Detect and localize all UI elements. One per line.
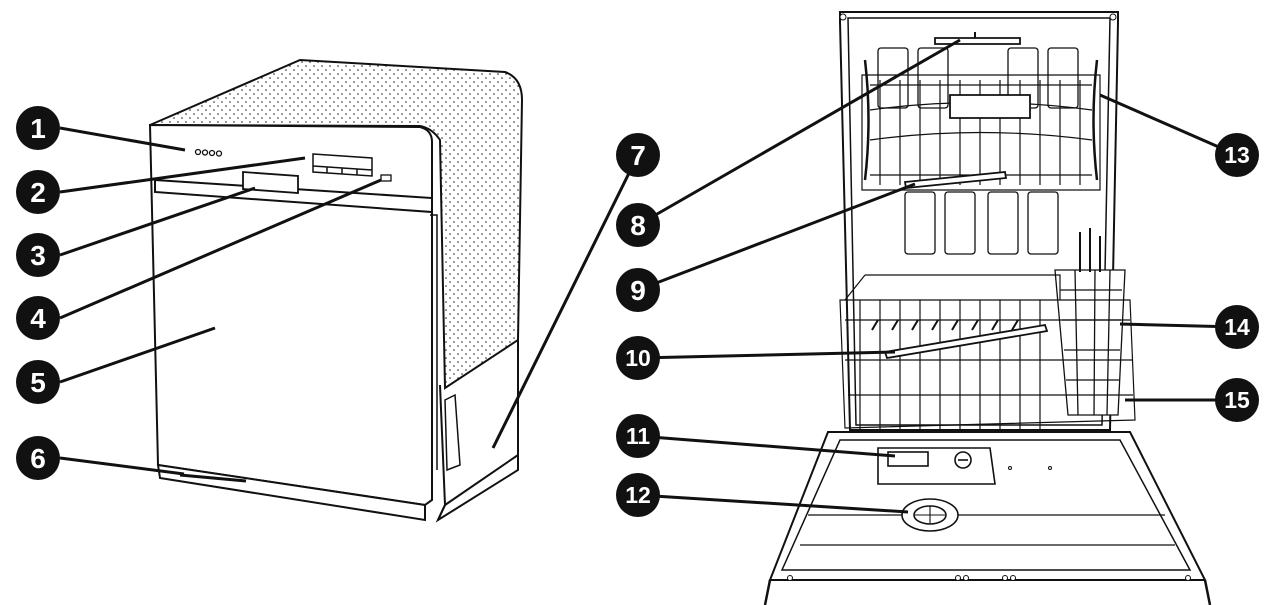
status-lights xyxy=(194,148,223,157)
callout-11: 11 xyxy=(616,414,660,458)
lower-spray-arm xyxy=(883,323,1049,360)
control-panel xyxy=(312,153,373,177)
lower-rack xyxy=(839,274,1136,430)
callout-10-label: 10 xyxy=(625,345,651,371)
callout-11-label: 11 xyxy=(626,423,651,449)
rinse-aid-dispenser xyxy=(901,498,959,532)
callout-14-label: 14 xyxy=(1224,314,1250,340)
door-screws xyxy=(787,466,1191,581)
callout-9: 9 xyxy=(616,268,660,312)
clean-indicator xyxy=(380,174,392,182)
callout-2: 2 xyxy=(16,170,60,214)
callout-4-label: 4 xyxy=(30,303,46,334)
callout-5: 5 xyxy=(16,360,60,404)
callout-8-label: 8 xyxy=(630,210,646,241)
callout-14: 14 xyxy=(1215,305,1259,349)
callout-8: 8 xyxy=(616,203,660,247)
callout-12-label: 12 xyxy=(625,482,651,508)
callout-6-label: 6 xyxy=(30,443,46,474)
callout-2-label: 2 xyxy=(30,177,46,208)
callout-6: 6 xyxy=(16,436,60,480)
tub xyxy=(839,11,1119,431)
closed-dishwasher xyxy=(148,58,524,523)
callout-15-label: 15 xyxy=(1224,387,1250,413)
callout-1-label: 1 xyxy=(30,113,46,144)
open-dishwasher xyxy=(763,11,1212,605)
tub-ribs xyxy=(877,47,1079,255)
callout-13-label: 13 xyxy=(1224,142,1250,168)
callout-5-label: 5 xyxy=(30,367,46,398)
callout-3: 3 xyxy=(16,233,60,277)
upper-spray-arm-top xyxy=(934,37,1021,45)
silverware-basket xyxy=(1054,228,1126,416)
door-panel xyxy=(148,123,433,507)
callout-15: 15 xyxy=(1215,378,1259,422)
callout-3-label: 3 xyxy=(30,240,46,271)
door-handle xyxy=(242,171,299,194)
callout-12: 12 xyxy=(616,473,660,517)
detergent-dispenser xyxy=(877,447,996,485)
callout-13: 13 xyxy=(1215,133,1259,177)
callout-7-label: 7 xyxy=(630,140,646,171)
callout-10: 10 xyxy=(616,336,660,380)
callout-1: 1 xyxy=(16,106,60,150)
callout-4: 4 xyxy=(16,296,60,340)
callouts: 1 2 3 4 5 6 7 8 xyxy=(16,106,1259,517)
callout-7: 7 xyxy=(616,133,660,177)
upper-rack xyxy=(861,59,1101,191)
control-console xyxy=(154,178,433,214)
callout-9-label: 9 xyxy=(630,275,646,306)
